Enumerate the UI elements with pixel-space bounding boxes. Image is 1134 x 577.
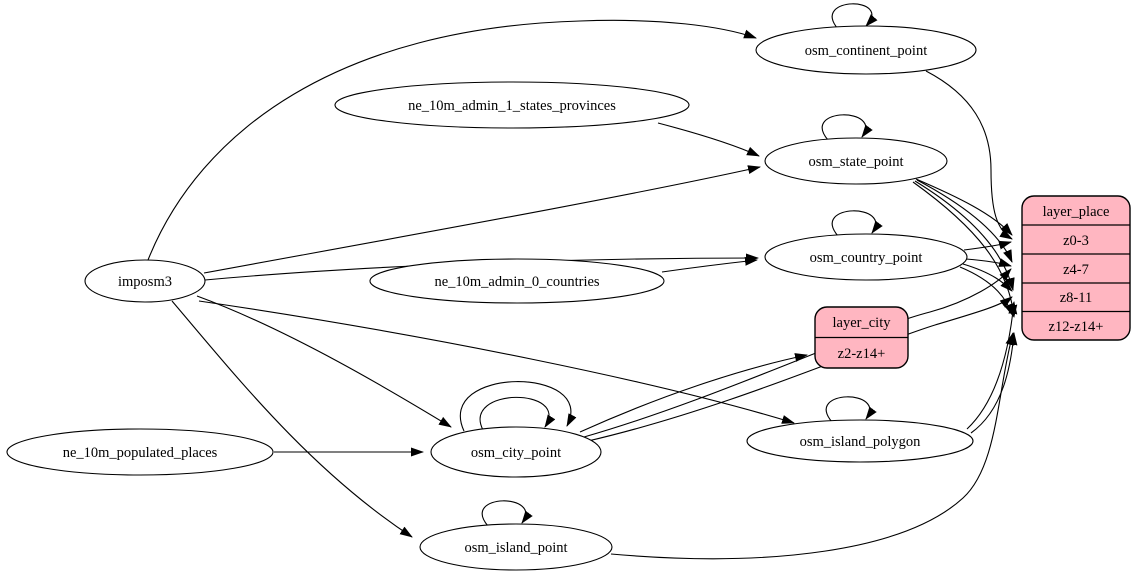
record-layer_place-row-z12-z14: z12-z14+ [1049,319,1104,335]
edge-osm_island_polygon-layer_place-z8-11 [966,301,1018,430]
record-layer_place-row-z4-7: z4-7 [1063,262,1089,278]
record-layer_place: layer_place z0-3 z4-7 z8-11 z12-z14+ [1021,195,1131,341]
edge-osm_country_point-layer_place-z8-11 [962,263,1013,292]
node-osm_island_point: osm_island_point [419,523,613,571]
node-osm_island_point-label: osm_island_point [464,540,567,556]
edge-imposm3-osm_city_point [196,295,452,428]
self-loop-inner-osm_city_point [479,396,556,431]
edge-osm_city_point-layer_place-z8-11 [587,296,1013,442]
node-osm_continent_point: osm_continent_point [755,25,977,75]
node-osm_state_point-label: osm_state_point [808,154,903,170]
edge-osm_state_point-layer_place-z0-3 [915,178,1013,236]
node-osm_country_point: osm_country_point [764,233,968,281]
record-layer_city: layer_city z2-z14+ [814,306,909,369]
self-loop-osm_island_polygon [825,396,877,423]
node-osm_continent_point-label: osm_continent_point [805,43,927,59]
node-ne_10m_admin_0_countries: ne_10m_admin_0_countries [369,258,665,304]
edge-osm_country_point-layer_place-z4-7 [965,258,1012,267]
record-layer_place-row-z0-3: z0-3 [1063,233,1089,249]
edge-osm_continent_point-layer_place-z0-3 [925,70,1013,240]
node-ne_10m_admin_1_states_provinces: ne_10m_admin_1_states_provinces [334,81,690,129]
edge-imposm3-osm_island_point [171,300,413,538]
node-osm_island_polygon: osm_island_polygon [746,419,974,463]
node-osm_city_point-label: osm_city_point [471,445,561,461]
edge-ne_10m_admin_1_states_provinces-osm_state_point [657,122,760,157]
node-osm_country_point-label: osm_country_point [810,250,923,266]
node-ne_10m_populated_places: ne_10m_populated_places [6,428,274,476]
edge-osm_city_point-layer_city [579,353,808,433]
self-loop-outer-osm_city_point [460,381,577,432]
edge-imposm3-osm_island_polygon [198,300,795,424]
node-imposm3-label: imposm3 [118,274,172,290]
edge-imposm3-osm_continent_point [147,19,757,261]
edge-osm_city_point-layer_place-z4-7 [583,268,1012,438]
node-imposm3: imposm3 [84,259,206,303]
self-loop-osm_country_point [831,210,883,237]
node-ne_10m_admin_1_states_provinces-label: ne_10m_admin_1_states_provinces [408,98,616,114]
self-loop-osm_island_point [481,500,533,527]
self-loop-osm_continent_point [831,3,878,30]
node-ne_10m_populated_places-label: ne_10m_populated_places [63,445,218,461]
record-layer_city-title: layer_city [833,315,892,331]
node-osm_city_point: osm_city_point [430,426,602,478]
edge-osm_state_point-layer_place-z4-7 [916,179,1013,263]
node-osm_island_polygon-label: osm_island_polygon [800,434,922,450]
record-layer_city-row-z2-z14: z2-z14+ [838,346,886,362]
edge-osm_island_point-layer_place-z12-z14 [610,332,1015,560]
node-osm_state_point: osm_state_point [764,137,948,185]
record-layer_place-title: layer_place [1043,204,1110,220]
edge-osm_country_point-layer_place-z0-3 [963,240,1012,251]
edge-imposm3-osm_state_point [203,165,761,274]
edge-ne_10m_admin_0_countries-osm_country_point [661,256,758,273]
node-ne_10m_admin_0_countries-label: ne_10m_admin_0_countries [434,274,599,290]
self-loop-osm_state_point [821,114,873,141]
record-layer_place-row-z8-11: z8-11 [1060,290,1092,306]
